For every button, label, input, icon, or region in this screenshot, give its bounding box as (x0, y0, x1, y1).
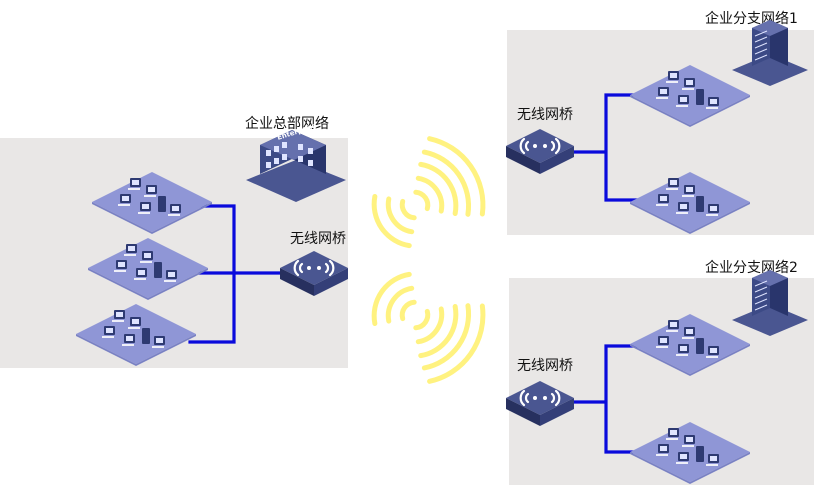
branch2-wireless-bridge-icon (504, 379, 576, 428)
branch2-bridge-label: 无线网桥 (517, 358, 573, 374)
branch1-bridge-label: 无线网桥 (517, 107, 573, 123)
branch2-lan-icon-1 (630, 314, 750, 376)
hq-network-title: 企业总部网络 (245, 116, 329, 132)
hq-wireless-bridge-icon (278, 249, 350, 298)
branch1-office-building-icon (732, 20, 808, 86)
branch1-lan-icon-1 (630, 65, 750, 127)
hq-lan-icon-1 (92, 172, 212, 234)
branch2-office-building-icon (732, 270, 808, 336)
hq-lan-icon-2 (88, 238, 208, 300)
office-building-icon: Enterprise (246, 122, 346, 202)
hq-lan-icon-3 (76, 304, 196, 366)
branch1-wireless-bridge-icon (504, 127, 576, 176)
branch2-lan-icon-2 (630, 422, 750, 484)
hq-bridge-label: 无线网桥 (290, 231, 346, 247)
branch2-links (572, 344, 640, 454)
branch2-network-title: 企业分支网络2 (705, 260, 798, 276)
wireless-signal-icon (371, 136, 486, 384)
branch1-lan-icon-2 (630, 172, 750, 234)
hq-links (188, 204, 285, 344)
branch1-links (572, 93, 640, 202)
